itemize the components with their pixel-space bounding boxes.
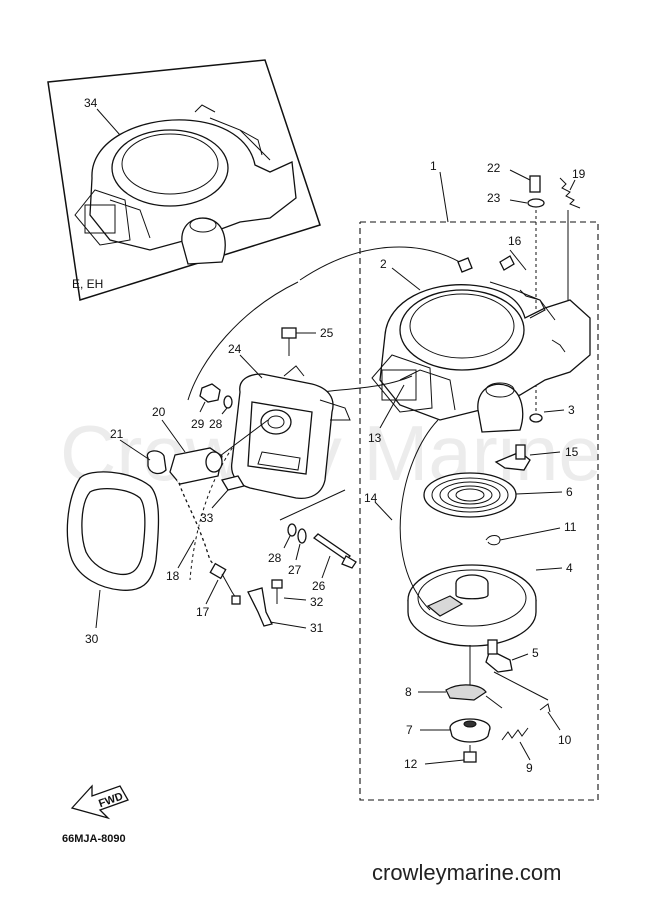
callout-6: 6 (566, 485, 573, 499)
plate: 8 (405, 645, 503, 709)
bolt-25: 25 (281, 326, 334, 356)
callout-4: 4 (566, 561, 573, 575)
footer-url: crowleymarine.com (372, 860, 562, 885)
nut-29-washer-28: 29 28 (191, 383, 233, 431)
part-11: 11 (485, 520, 577, 546)
callout-9: 9 (526, 761, 533, 775)
spiral-spring: 6 (423, 472, 573, 518)
bracket-hardware: 32 31 (247, 579, 324, 635)
callout-3: 3 (568, 403, 575, 417)
callout-21: 21 (110, 427, 124, 441)
rope-handle-cover: 24 (228, 342, 351, 500)
starter-assembly-box: 1 (359, 159, 599, 801)
callout-17: 17 (196, 605, 210, 619)
inset-label: E, EH (72, 277, 103, 291)
callout-32: 32 (310, 595, 324, 609)
callout-34: 34 (84, 96, 98, 110)
callout-25: 25 (320, 326, 334, 340)
bolt-12: 12 (404, 745, 477, 771)
callout-14: 14 (364, 491, 378, 505)
rope-handle: 30 (66, 471, 160, 646)
callout-7: 7 (406, 723, 413, 737)
callout-15: 15 (565, 445, 579, 459)
drive-plate: 7 (406, 718, 491, 743)
callout-28a: 28 (209, 417, 223, 431)
callout-26: 26 (312, 579, 326, 593)
callout-27: 27 (288, 563, 302, 577)
callout-22: 22 (487, 161, 501, 175)
callout-5: 5 (532, 646, 539, 660)
callout-8: 8 (405, 685, 412, 699)
callout-28b: 28 (268, 551, 282, 565)
callout-24: 24 (228, 342, 242, 356)
starter-housing: 2 (371, 257, 591, 433)
part-15: 15 (494, 444, 579, 471)
label-33: 33 (200, 475, 346, 525)
callout-29: 29 (191, 417, 205, 431)
part-16: 16 (499, 234, 527, 271)
callout-11: 11 (564, 520, 577, 534)
callout-20: 20 (152, 405, 166, 419)
callout-19: 19 (572, 167, 586, 181)
fwd-arrow: FWD (70, 784, 129, 820)
bolt-26-hardware: 28 27 26 (268, 523, 357, 593)
callout-33: 33 (200, 511, 214, 525)
callout-16: 16 (508, 234, 522, 248)
callout-30: 30 (85, 632, 99, 646)
callout-12: 12 (404, 757, 418, 771)
callout-2: 2 (380, 257, 387, 271)
pawl: 5 (485, 639, 549, 701)
part-3: 3 (529, 403, 575, 423)
cable-end: 17 (196, 562, 241, 619)
inset-variant-box: 34 E, EH (47, 59, 321, 301)
control-cable: 18 (166, 479, 219, 583)
callout-13: 13 (368, 431, 382, 445)
callout-18: 18 (166, 569, 180, 583)
spring-9-pin-10: 9 10 (501, 703, 572, 775)
callout-23: 23 (487, 191, 501, 205)
callout-1: 1 (430, 159, 437, 173)
pulley: 4 (407, 561, 573, 647)
callout-10: 10 (558, 733, 572, 747)
rope-guide: 20 (152, 405, 269, 485)
diagram-code: 66MJA-8090 (62, 833, 126, 845)
grommet: 21 (110, 427, 167, 475)
callout-31: 31 (310, 621, 324, 635)
